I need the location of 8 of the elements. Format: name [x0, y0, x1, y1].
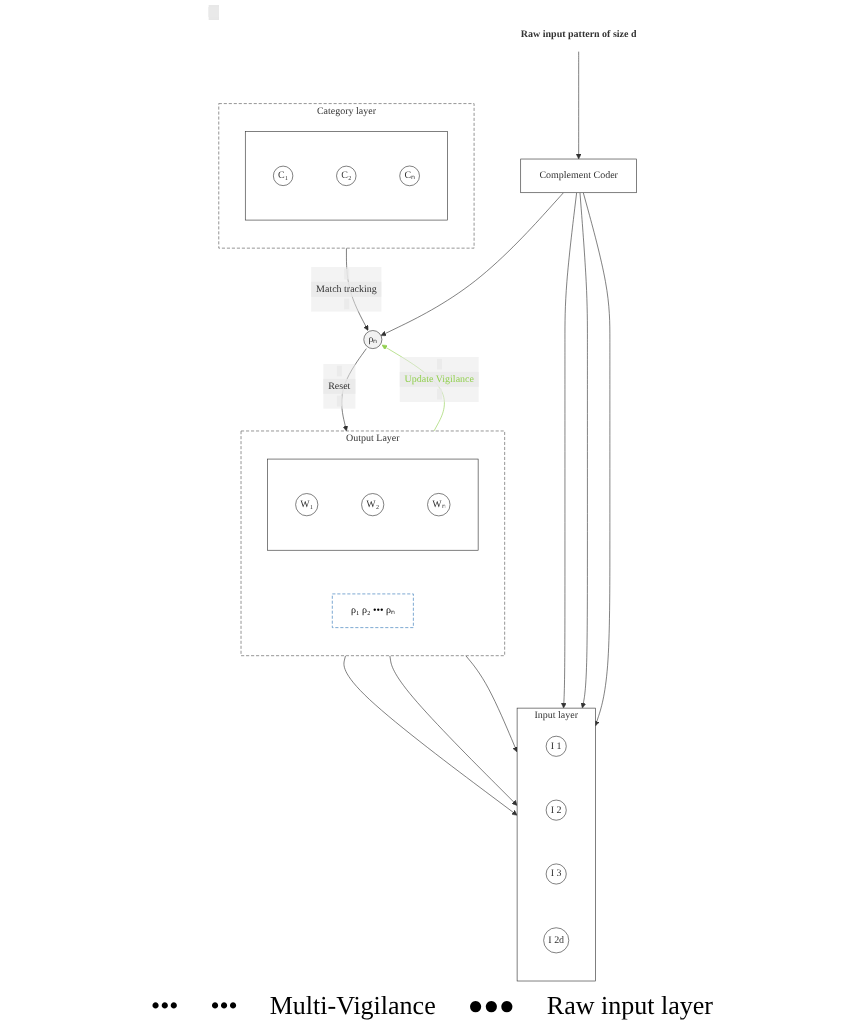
ellipsis-text: Multi-Vigilance — [269, 990, 436, 1020]
ellipsis-text: ●●● — [467, 990, 515, 1020]
cluster — [244, 131, 448, 221]
ellipsis-text: ••• — [210, 990, 238, 1020]
ellipsis-text: Raw input layer — [546, 990, 713, 1020]
cluster — [516, 707, 596, 982]
cluster — [267, 458, 479, 551]
ellipsis-text: ••• — [151, 990, 179, 1020]
